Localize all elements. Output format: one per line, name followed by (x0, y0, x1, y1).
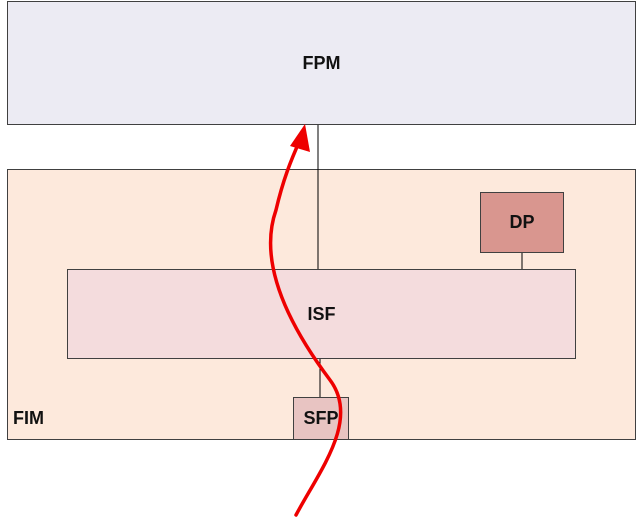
flow-arrow-head (290, 124, 310, 152)
dp-block: DP (480, 192, 564, 253)
fpm-block: FPM (7, 1, 636, 125)
fim-label: FIM (13, 408, 44, 428)
isf-label: ISF (307, 303, 336, 324)
sfp-block: SFP (293, 397, 349, 440)
fpm-label: FPM (302, 52, 341, 73)
dp-label: DP (509, 212, 535, 232)
sfp-label: SFP (303, 408, 339, 428)
isf-block: ISF (67, 269, 576, 359)
